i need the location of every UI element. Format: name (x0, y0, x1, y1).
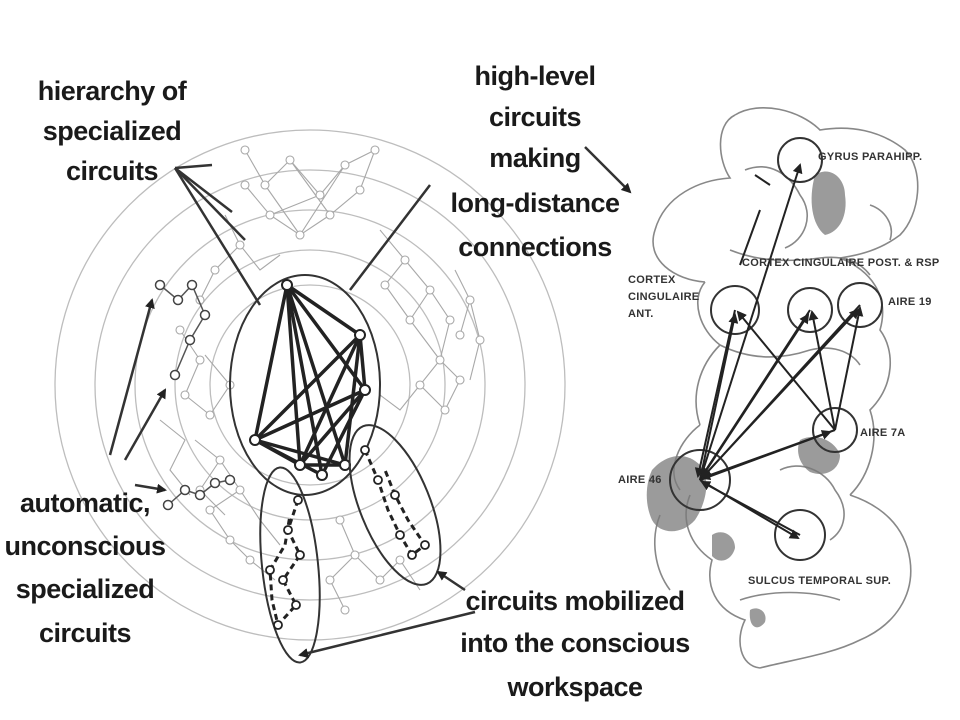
label-automatic-line-3: specialized (16, 574, 155, 604)
node-aire-46 (669, 449, 731, 511)
region-circles (669, 137, 883, 561)
label-hierarchy-line-2: specialized (43, 116, 182, 146)
label-high-level-line-5: connections (458, 232, 612, 262)
label-high-level-line-4: long-distance (450, 188, 619, 218)
label-mobilized-line-2: into the conscious (460, 628, 690, 658)
label-sulcus-temporal-sup: SULCUS TEMPORAL SUP. (748, 575, 891, 587)
label-mobilized-line-3: workspace (506, 672, 643, 702)
label-aire-19: AIRE 19 (888, 296, 932, 308)
label-hierarchy-line-3: circuits (66, 156, 158, 186)
pointer-lines (108, 146, 632, 658)
peripheral-network (159, 148, 481, 611)
mobilized-circuit-right (348, 424, 442, 586)
label-high-level-line-3: making (489, 143, 581, 173)
region-aire-46 (646, 455, 707, 532)
peripheral-nodes (175, 145, 485, 615)
label-hierarchy: hierarchy of specialized circuits (38, 76, 189, 186)
node-gyrus-parahipp (777, 137, 823, 183)
node-sulcus-temporal (774, 509, 826, 561)
node-aire-19 (837, 282, 883, 328)
brain-connections (694, 163, 864, 540)
label-aire-46: AIRE 46 (618, 474, 662, 486)
brain-labels: GYRUS PARAHIPP. CORTEX CINGULAIRE POST. … (618, 151, 940, 587)
label-high-level-line-1: high-level (474, 61, 595, 91)
region-sulcus (749, 608, 766, 628)
label-automatic-line-1: automatic, (20, 488, 150, 518)
mobilized-circuit-left (259, 466, 321, 664)
label-mobilized-line-1: circuits mobilized (465, 586, 684, 616)
region-aire-7a (798, 436, 840, 475)
brain-outline (652, 107, 919, 669)
label-cortex-ant-line-3: ANT. (628, 308, 654, 320)
label-cortex-cingulaire-post: CORTEX CINGULAIRE POST. & RSP (742, 257, 940, 269)
label-cortex-ant-line-2: CINGULAIRE (628, 291, 699, 303)
brain-map: GYRUS PARAHIPP. CORTEX CINGULAIRE POST. … (618, 107, 940, 669)
workspace-diagram: hierarchy of specialized circuits high-l… (4, 61, 690, 702)
label-automatic: automatic, unconscious specialized circu… (4, 488, 166, 648)
label-automatic-line-4: circuits (39, 618, 131, 648)
label-mobilized: circuits mobilized into the conscious wo… (460, 586, 690, 702)
label-automatic-line-2: unconscious (4, 531, 165, 561)
workspace-circle (229, 274, 381, 496)
label-hierarchy-line-1: hierarchy of (38, 76, 188, 106)
node-cingulaire-post (787, 287, 833, 333)
shaded-regions (646, 171, 846, 628)
workspace-connections (253, 283, 367, 477)
label-high-level: high-level circuits making long-distance… (450, 61, 620, 262)
node-cingulaire-ant (710, 285, 760, 335)
workspace-nodes (249, 279, 371, 481)
label-aire-7a: AIRE 7A (860, 427, 906, 439)
node-aire-7a (812, 407, 858, 453)
label-cortex-ant-line-1: CORTEX (628, 274, 676, 286)
label-high-level-line-2: circuits (489, 102, 581, 132)
chain-nodes (154, 279, 236, 511)
region-parahipp (811, 171, 846, 235)
region-temporal (712, 532, 735, 561)
label-gyrus-parahipp: GYRUS PARAHIPP. (818, 151, 922, 163)
